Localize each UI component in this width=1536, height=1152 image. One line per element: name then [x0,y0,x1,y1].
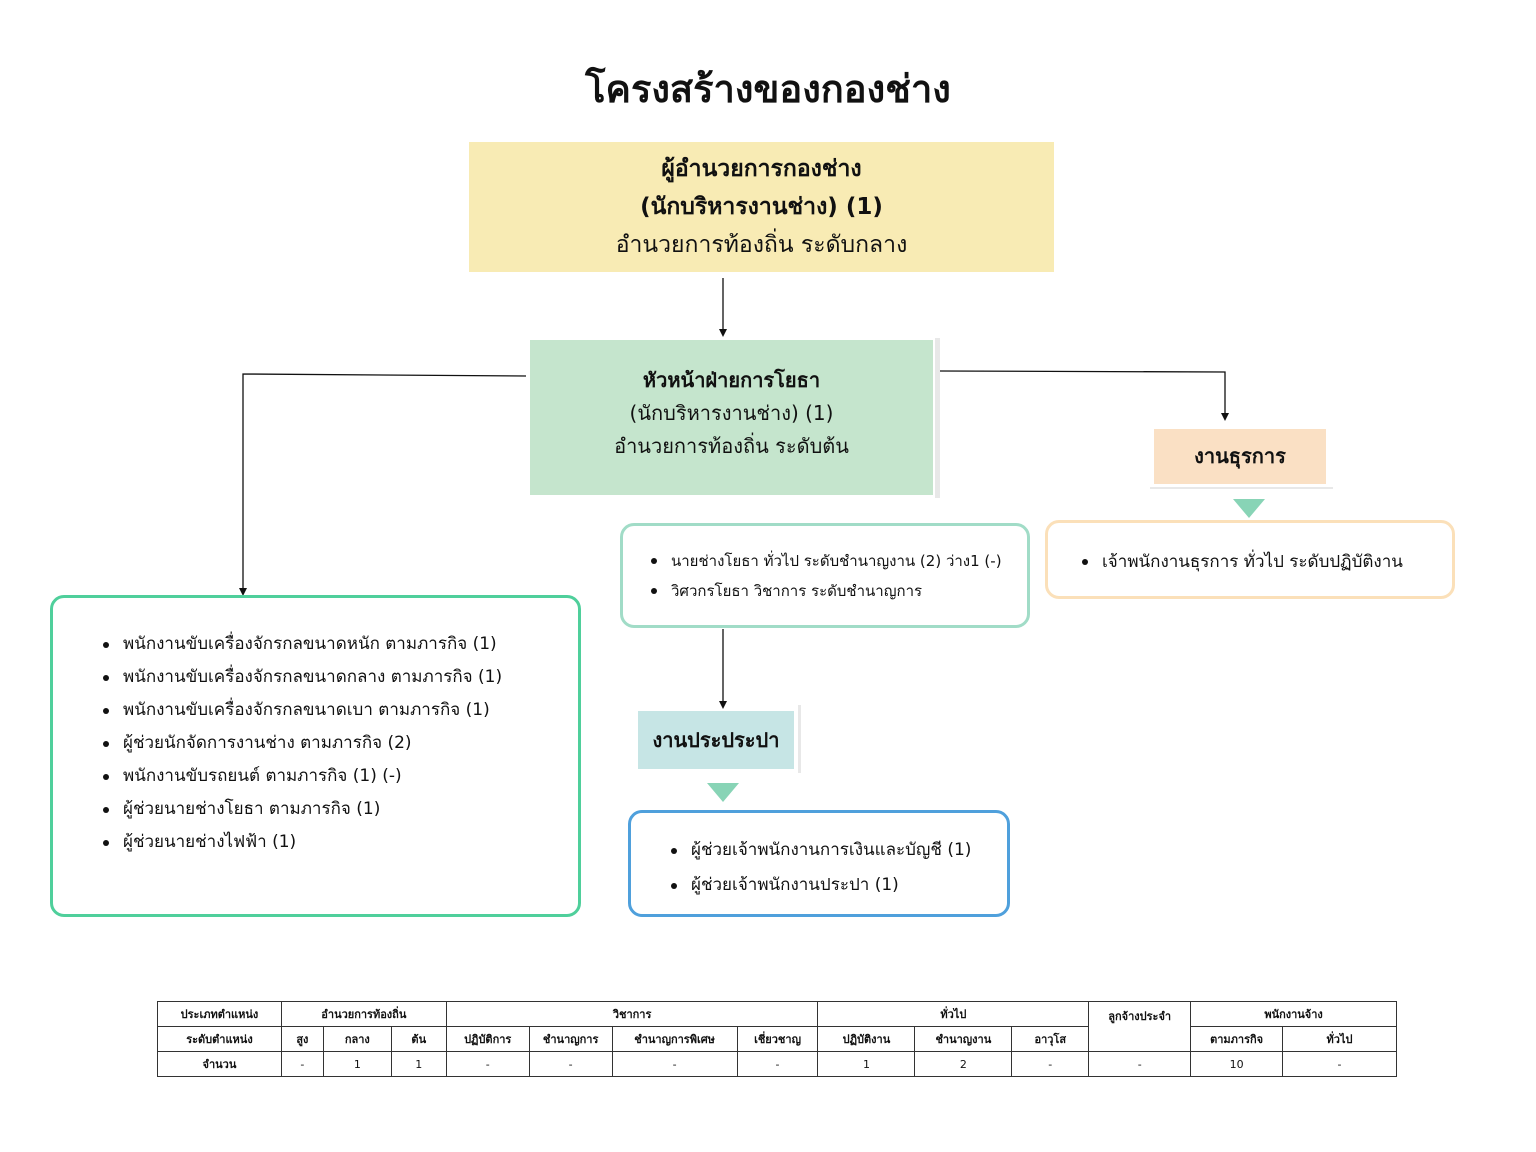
list-item: พนักงานขับเครื่องจักรกลขนาดเบา ตามภารกิจ… [101,694,578,727]
water-list-box: ผู้ช่วยเจ้าพนักงานการเงินและบัญชี (1) ผู… [628,810,1010,917]
water-label-shadow [798,705,801,773]
list-item: ผู้ช่วยนักจัดการงานช่าง ตามภารกิจ (2) [101,727,578,760]
table-header-cell: ลูกจ้างประจำ [1088,1001,1192,1052]
table-header-cell: ทั่วไป [817,1001,1090,1027]
director-title: ผู้อำนวยการกองช่าง [661,156,862,182]
list-item: ผู้ช่วยนายช่างไฟฟ้า (1) [101,826,578,859]
table-header-cell: ชำนาญการพิเศษ [611,1026,738,1052]
water-list: ผู้ช่วยเจ้าพนักงานการเงินและบัญชี (1) ผู… [669,833,1007,903]
table-header-cell: ต้น [390,1026,447,1052]
table-cell: 10 [1190,1051,1284,1077]
table-cell: - [1088,1051,1192,1077]
table-row: ระดับตำแหน่ง สูง กลาง ต้น ปฏิบัติการ ชำน… [157,1026,1397,1052]
list-item: พนักงานขับเครื่องจักรกลขนาดกลาง ตามภารกิ… [101,661,578,694]
table-header-cell: สูง [280,1026,324,1052]
table-cell: 1 [322,1051,392,1077]
admin-list: เจ้าพนักงานธุรการ ทั่วไป ระดับปฏิบัติงาน [1080,547,1452,577]
arrow-head-to-admin [939,370,1229,421]
director-box: ผู้อำนวยการกองช่าง (นักบริหารงานช่าง) (1… [469,142,1054,272]
list-item: เจ้าพนักงานธุรการ ทั่วไป ระดับปฏิบัติงาน [1080,547,1452,577]
table-header-cell: อาวุโส [1011,1026,1090,1052]
table-cell: - [280,1051,324,1077]
table-cell: - [1282,1051,1397,1077]
water-triangle [707,783,739,802]
table-cell: - [611,1051,738,1077]
water-section-label: งานประประปา [638,711,794,769]
table-header-cell: วิชาการ [445,1001,819,1027]
list-item: ผู้ช่วยเจ้าพนักงานประปา (1) [669,868,1007,903]
table-header-cell: ประเภทตำแหน่ง [157,1001,282,1027]
table-header-cell: ทั่วไป [1282,1026,1397,1052]
head-position: (นักบริหารงานช่าง) (1) [629,401,834,425]
table-row: ประเภทตำแหน่ง อำนวยการท้องถิ่น วิชาการ ท… [157,1001,1397,1052]
table-header-cell: กลาง [322,1026,392,1052]
head-level: อำนวยการท้องถิ่น ระดับต้น [614,434,849,458]
list-item: พนักงานขับเครื่องจักรกลขนาดหนัก ตามภารกิ… [101,628,578,661]
director-position: (นักบริหารงานช่าง) (1) [640,194,883,220]
position-summary-table: ประเภทตำแหน่ง อำนวยการท้องถิ่น วิชาการ ท… [157,1001,1397,1077]
admin-label-shadow [1150,487,1333,489]
head-box-shadow [935,338,940,498]
admin-section-label: งานธุรการ [1154,429,1326,484]
list-item: พนักงานขับรถยนต์ ตามภารกิจ (1) (-) [101,760,578,793]
table-cell: - [528,1051,613,1077]
arrow-head-to-staff [239,373,527,596]
table-header-cell: เชี่ยวชาญ [736,1026,819,1052]
list-item: วิศวกรโยธา วิชาการ ระดับชำนาญการ [649,576,1027,606]
table-row: จำนวน - 1 1 - - - - 1 2 - - 10 - [157,1051,1397,1077]
list-item: ผู้ช่วยเจ้าพนักงานการเงินและบัญชี (1) [669,833,1007,868]
page-title: โครงสร้างของกองช่าง [585,67,951,111]
table-header-cell: ระดับตำแหน่ง [157,1026,282,1052]
table-header-cell: ชำนาญงาน [914,1026,1013,1052]
staff-list-box: พนักงานขับเครื่องจักรกลขนาดหนัก ตามภารกิ… [50,595,581,917]
table-header-cell: ตามภารกิจ [1190,1026,1284,1052]
works-list: นายช่างโยธา ทั่วไป ระดับชำนาญงาน (2) ว่า… [649,546,1027,606]
table-cell: 2 [914,1051,1013,1077]
list-item: ผู้ช่วยนายช่างโยธา ตามภารกิจ (1) [101,793,578,826]
head-box: หัวหน้าฝ่ายการโยธา (นักบริหารงานช่าง) (1… [530,340,933,495]
table-cell: 1 [817,1051,916,1077]
works-list-box: นายช่างโยธา ทั่วไป ระดับชำนาญงาน (2) ว่า… [620,523,1030,628]
director-level: อำนวยการท้องถิ่น ระดับกลาง [615,232,908,258]
table-header-cell: จำนวน [157,1051,282,1077]
table-cell: - [1011,1051,1090,1077]
staff-list: พนักงานขับเครื่องจักรกลขนาดหนัก ตามภารกิ… [101,628,578,859]
table-cell: - [736,1051,819,1077]
table-header-cell: ปฏิบัติการ [445,1026,530,1052]
admin-triangle [1233,499,1265,518]
table-cell: 1 [390,1051,447,1077]
list-item: นายช่างโยธา ทั่วไป ระดับชำนาญงาน (2) ว่า… [649,546,1027,576]
table-cell: - [445,1051,530,1077]
head-title: หัวหน้าฝ่ายการโยธา [642,368,821,392]
table-header-cell: ปฏิบัติงาน [817,1026,916,1052]
table-header-cell: พนักงานจ้าง [1190,1001,1397,1027]
admin-list-box: เจ้าพนักงานธุรการ ทั่วไป ระดับปฏิบัติงาน [1045,520,1455,599]
table-header-cell: ชำนาญการ [528,1026,613,1052]
table-header-cell: อำนวยการท้องถิ่น [280,1001,447,1027]
